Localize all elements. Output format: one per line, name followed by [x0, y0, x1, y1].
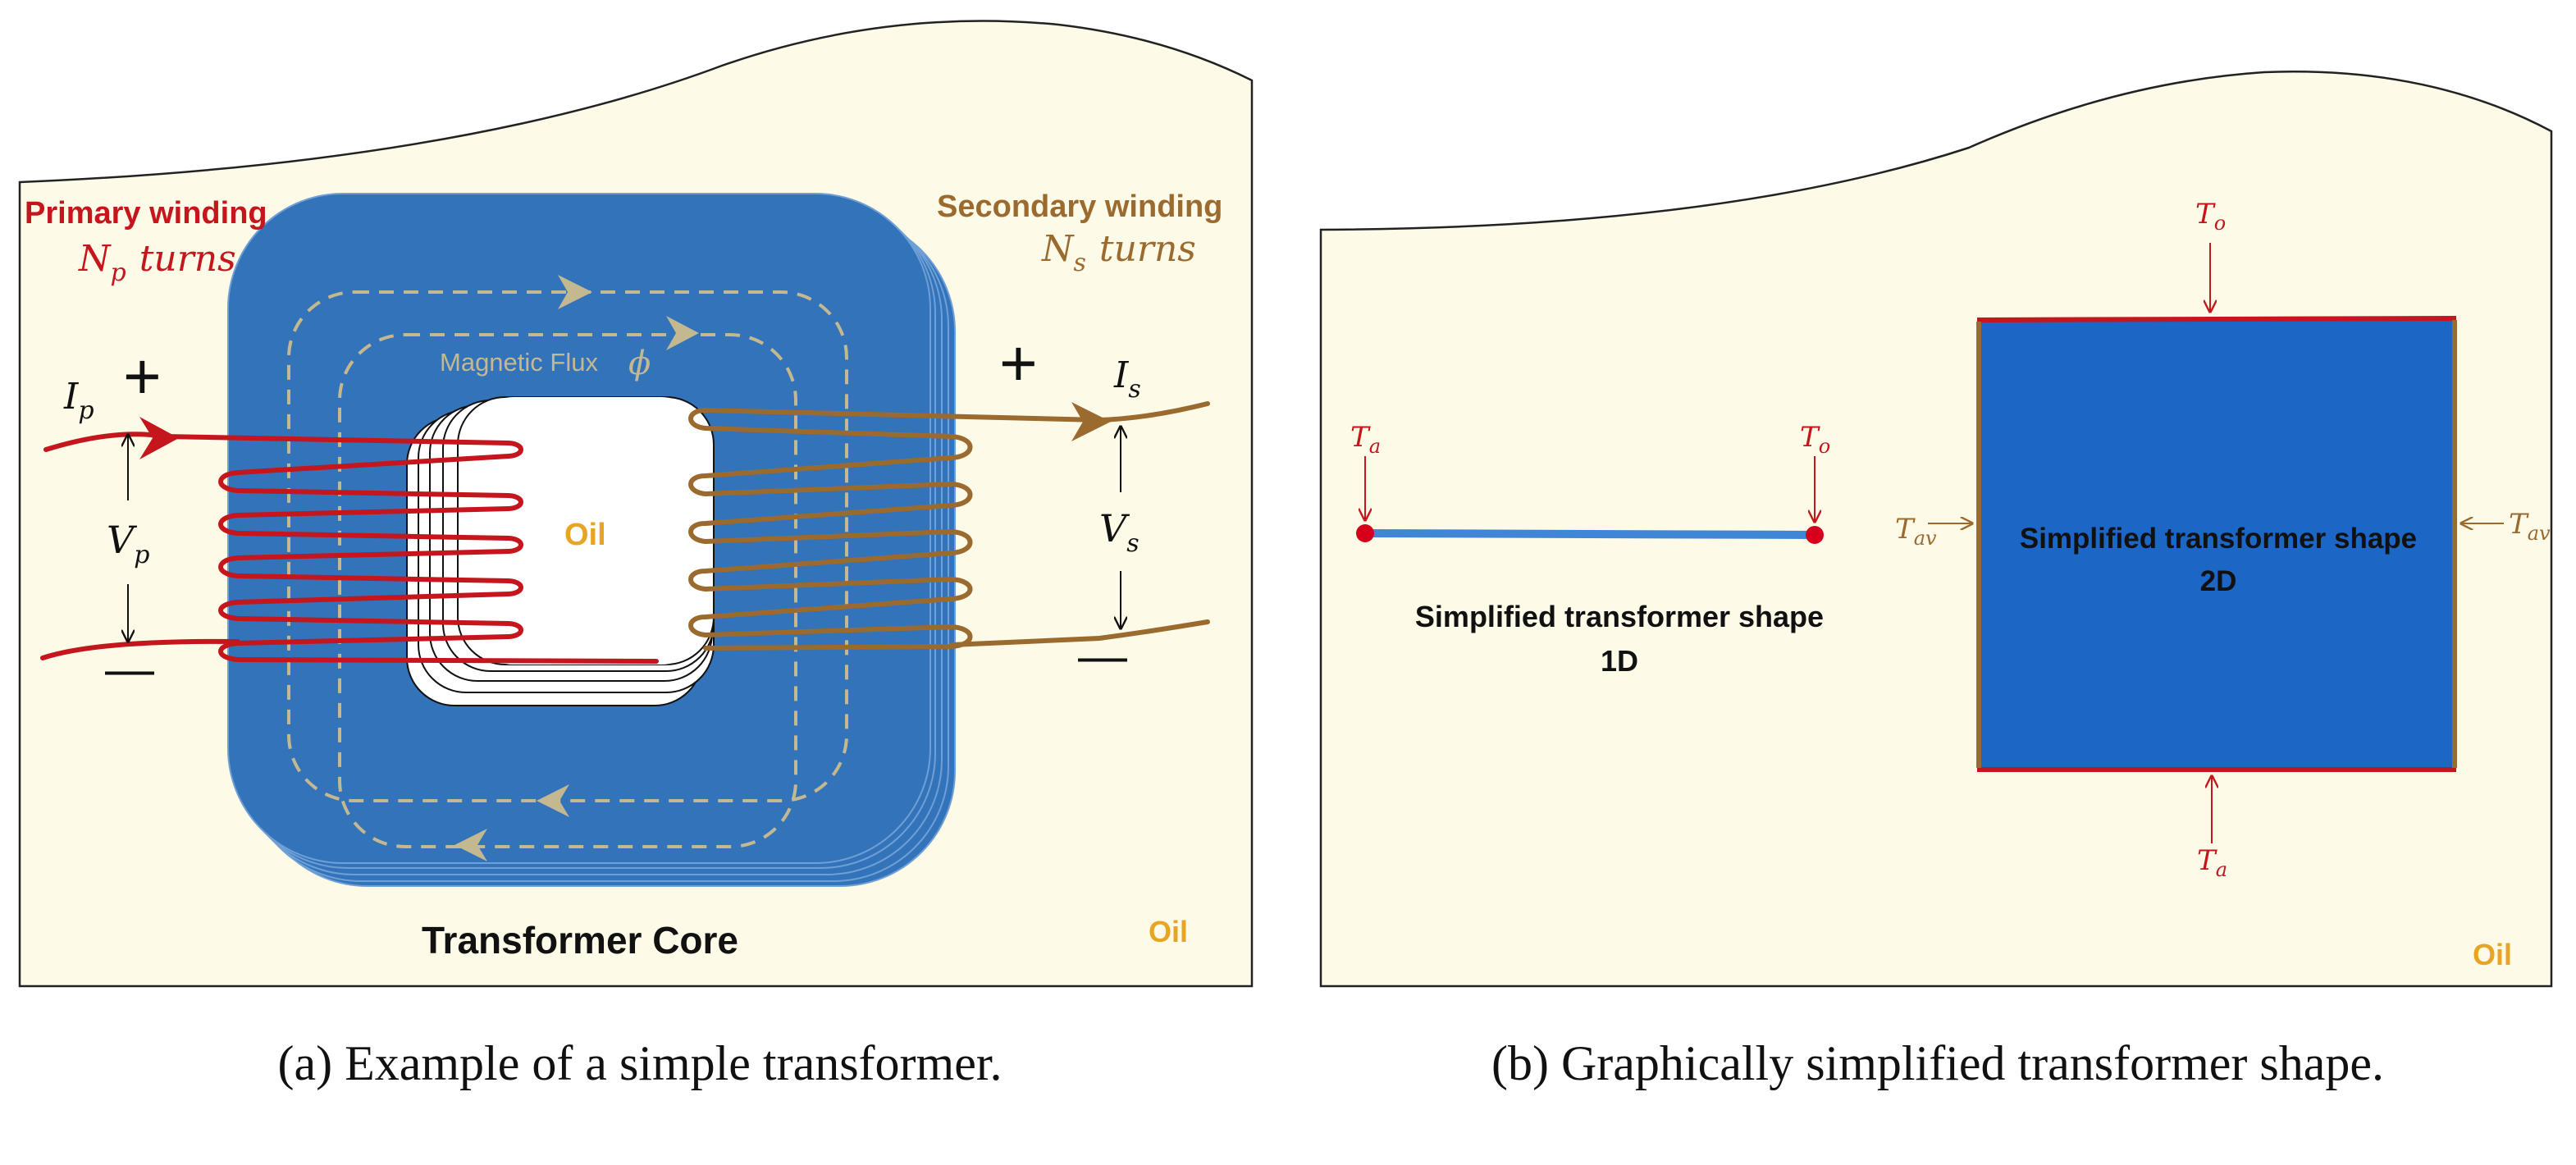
shape-1d-line: [1361, 529, 1819, 539]
shape-1d-label-line1: Simplified transformer shape: [1415, 600, 1824, 633]
shape-1d-left-temp: Ta: [1350, 421, 1381, 458]
shape-2d-square: [1980, 320, 2453, 770]
secondary-voltage-label: Vs: [1099, 506, 1140, 558]
shape-1d-right-temp: To: [1800, 421, 1830, 458]
shape-2d-bottom-temp: Ta: [2197, 844, 2227, 881]
shape-2d-left-temp: Tav: [1895, 513, 1937, 550]
flux-arrow-icon: [454, 275, 699, 861]
panel-a: Magnetic Flux ϕ Primary winding: [18, 20, 1254, 988]
secondary-winding-title: Secondary winding: [937, 190, 1222, 224]
magnetic-flux-paths: [287, 290, 848, 848]
oil-inner-label: Oil: [564, 518, 606, 552]
flux-symbol: ϕ: [628, 345, 651, 382]
secondary-minus-sign: —: [1078, 628, 1127, 683]
shape-2d-top-temp: To: [2195, 198, 2226, 235]
panel-b: Ta To Simplified transformer shape 1D To…: [1319, 71, 2553, 988]
shape-2d-right-temp: Tav: [2509, 508, 2551, 545]
shape-1d-label-line2: 1D: [1601, 644, 1638, 678]
caption-b: (b) Graphically simplified transformer s…: [1491, 1036, 2384, 1090]
shape-2d-top-edge: [1976, 316, 2457, 322]
shape-1d-right-node: [1806, 526, 1824, 544]
primary-winding-title: Primary winding: [25, 196, 267, 231]
primary-voltage-label: Vp: [107, 518, 149, 569]
secondary-current-label: Is: [1113, 354, 1141, 404]
oil-outer-label-a: Oil: [1149, 915, 1188, 948]
caption-a: (a) Example of a simple transformer.: [277, 1036, 1002, 1090]
secondary-plus-sign: +: [999, 327, 1038, 400]
flux-label: Magnetic Flux: [440, 348, 598, 377]
oil-label-b: Oil: [2473, 938, 2512, 971]
secondary-current-arrow-icon: [1071, 402, 1111, 441]
primary-minus-sign: —: [105, 642, 154, 697]
primary-current-label: Ip: [63, 376, 94, 425]
primary-plus-sign: +: [123, 340, 162, 413]
shape-2d-label-line2: 2D: [2200, 565, 2237, 597]
transformer-core-label: Transformer Core: [422, 919, 738, 962]
shape-1d-left-node: [1356, 524, 1374, 542]
shape-2d-label-line1: Simplified transformer shape: [2020, 523, 2417, 555]
primary-current-arrow-icon: [139, 417, 179, 459]
